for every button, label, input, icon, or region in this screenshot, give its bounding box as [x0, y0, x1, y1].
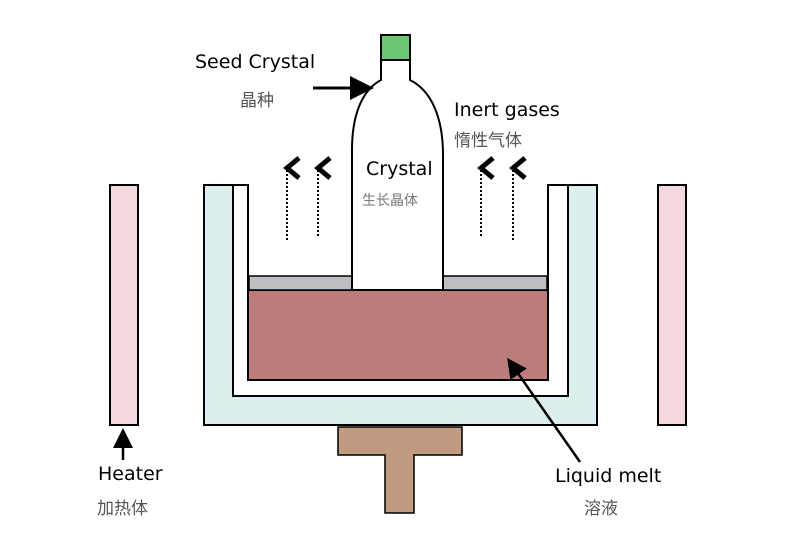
heater-label-zh: 加热体	[97, 499, 148, 519]
inert-gases-label: Inert gases	[454, 99, 560, 121]
crystal-label-zh: 生长晶体	[362, 193, 418, 209]
surface-layer-right	[442, 275, 548, 291]
liquid-melt	[247, 289, 549, 381]
heater-right	[657, 184, 687, 426]
seed-crystal-label: Seed Crystal	[195, 51, 316, 73]
seed-crystal-label-zh: 晶种	[240, 91, 274, 111]
seed-crystal	[380, 34, 411, 61]
liquid-melt-label-zh: 溶液	[584, 499, 618, 519]
inert-gases-label-zh: 惰性气体	[454, 131, 522, 151]
inner-crucible	[232, 184, 569, 397]
heater-label: Heater	[98, 463, 163, 485]
liquid-melt-label: Liquid melt	[555, 465, 662, 487]
crystal-label: Crystal	[366, 158, 433, 180]
melt-pointer-arrow	[507, 357, 582, 463]
pedestal	[337, 426, 463, 514]
surface-layer-left	[248, 275, 353, 291]
heater-left	[109, 184, 139, 426]
